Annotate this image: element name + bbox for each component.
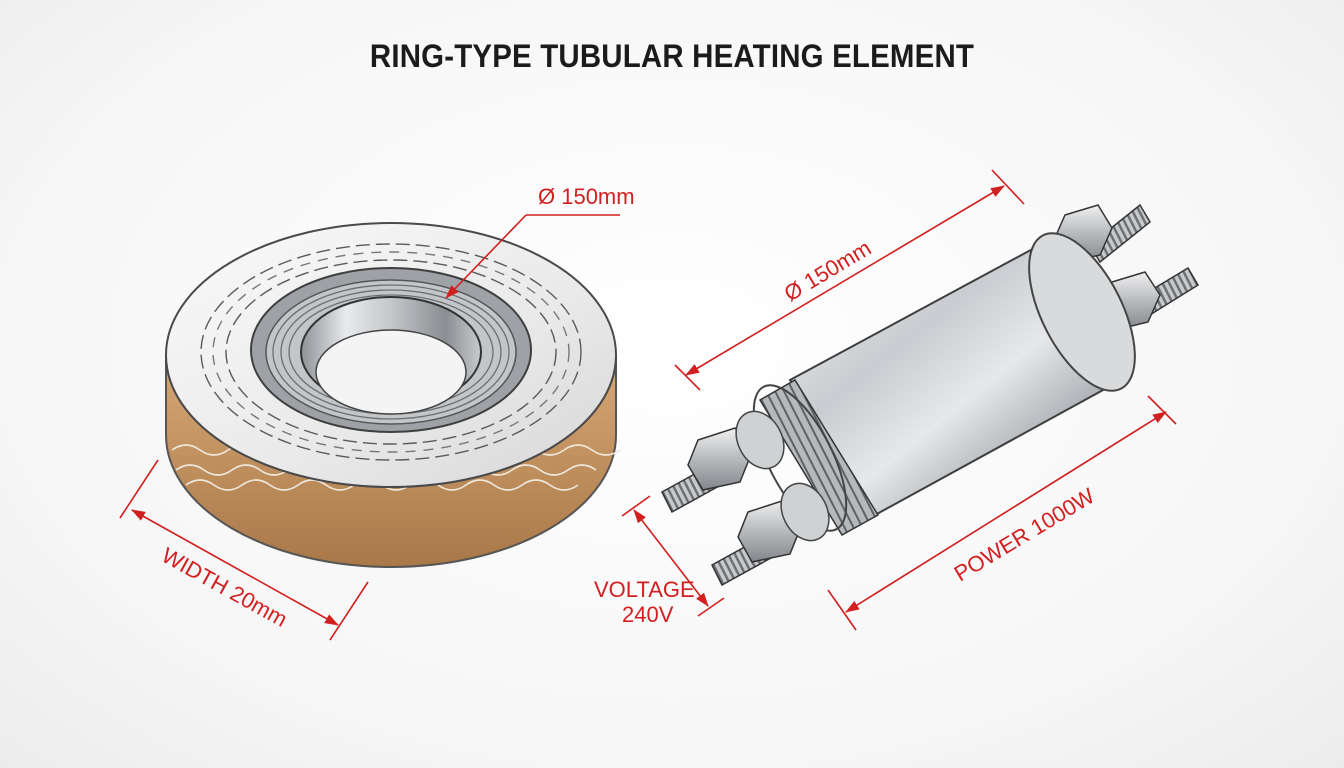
lower-terminal-studs [661,410,830,587]
voltage-label-line2: 240V [622,602,674,627]
ring-diameter-leader [445,214,527,299]
upper-terminal-studs [1053,203,1200,331]
power-label: POWER 1000W [950,483,1099,586]
diagram-title: RING-TYPE TUBULAR HEATING ELEMENT [369,38,975,74]
ring-top-coils [200,243,582,461]
voltage-label-line1: VOLTAGE [594,577,695,602]
ring-width-dimension [131,509,339,626]
cylinder-end-cap [1028,232,1136,392]
voltage-dimension [633,509,709,607]
cylinder-heating-element [661,203,1200,587]
ring-diameter-label: Ø 150mm [538,184,635,209]
power-dimension [845,411,1167,613]
cylinder-diameter-dimension [685,185,1005,376]
ring-heating-element [165,222,621,568]
dimension-lines [119,169,1177,641]
